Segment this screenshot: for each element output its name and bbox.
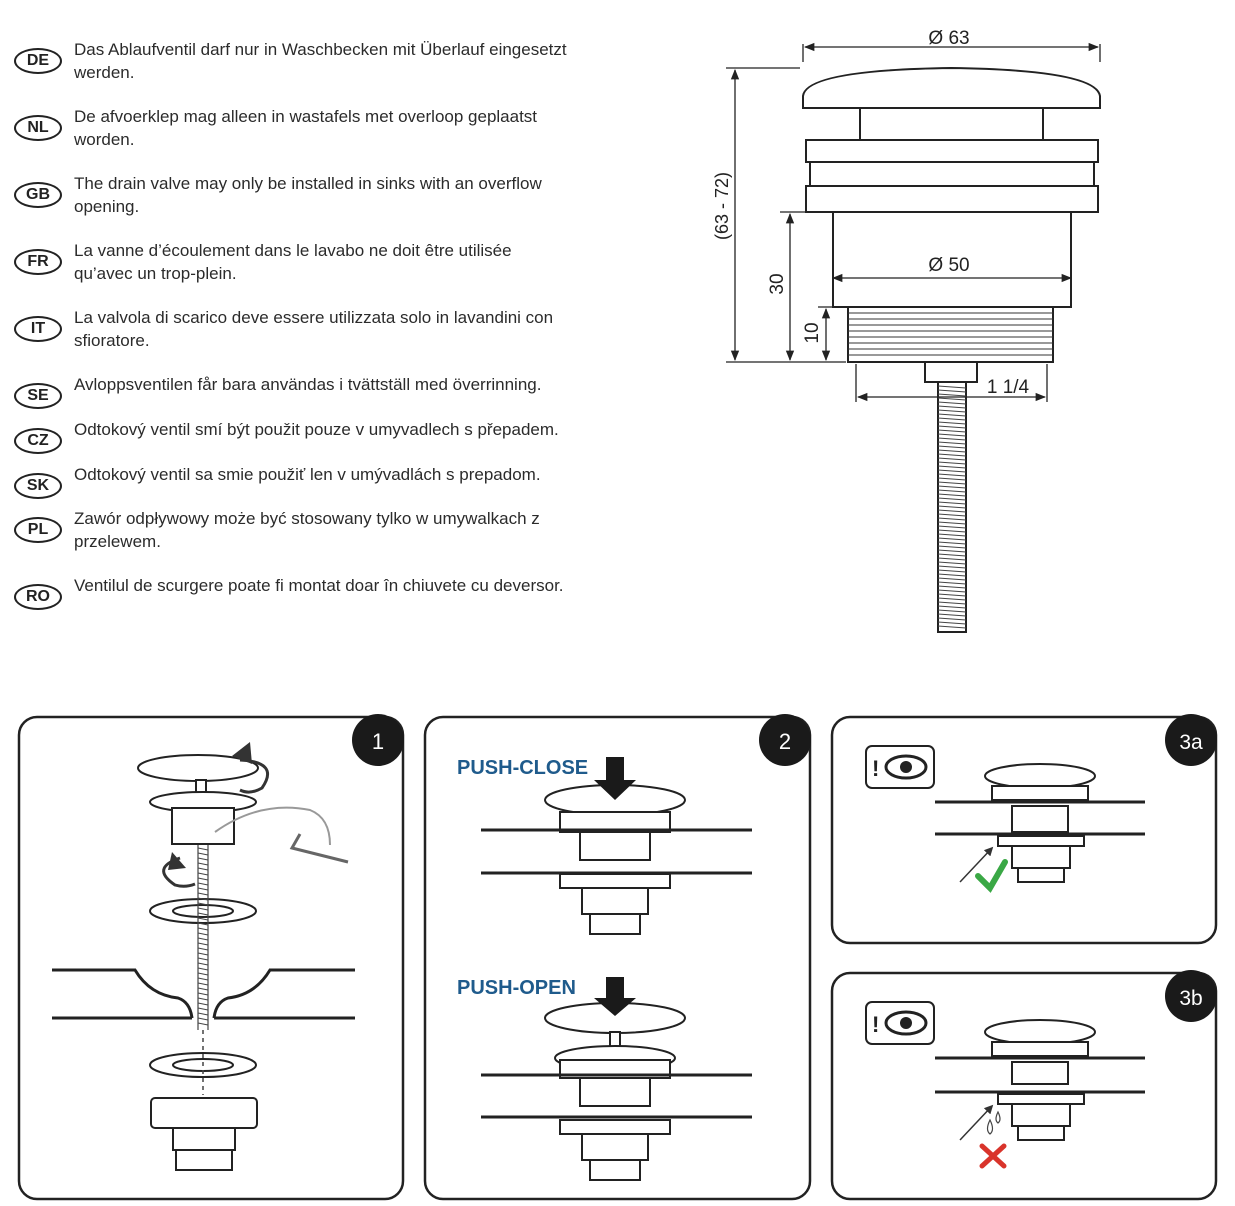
svg-text:!: !: [872, 756, 879, 781]
dim-body-diameter: Ø 50: [928, 255, 969, 276]
language-note-text: De afvoerklep mag alleen in wastafels me…: [74, 107, 538, 149]
allen-key-path: [214, 806, 331, 846]
allen-key-icon: [289, 833, 349, 864]
step-1-number: 1: [372, 729, 384, 754]
language-note-text: La valvola di scarico deve essere utiliz…: [74, 308, 554, 350]
dim-thread-size: 1 1/4: [987, 377, 1030, 398]
step-2-number: 2: [779, 729, 791, 754]
language-code-badge: RO: [14, 584, 62, 610]
dim-top-diameter: Ø 63: [928, 28, 969, 49]
step-1-badge: [352, 714, 404, 766]
language-code-badge: CZ: [14, 428, 62, 454]
thread-lines: [848, 312, 1053, 356]
language-note-text: Odtokový ventil smí být použit pouze v u…: [74, 420, 559, 439]
language-row-cz: CZ Odtokový ventil smí být použit pouze v…: [14, 418, 574, 454]
rod-thread-lines: [937, 385, 967, 629]
down-arrow-icon: [594, 757, 636, 800]
language-row-pl: PL Zawór odpływowy może być stosowany tyl…: [14, 507, 574, 553]
dimension-drawing: Ø 63 Ø 50 (63 - 72) 30 10 1 1/4: [712, 28, 1101, 633]
step-3a-panel: 3a !: [830, 714, 1218, 945]
language-row-de: DE Das Ablaufventil darf nur in Waschbeck…: [14, 38, 574, 84]
language-code-badge: PL: [14, 517, 62, 543]
rotate-arrow-icon: [239, 758, 269, 794]
step-2-panel: 2 PUSH-CLOSE PUSH-OPEN: [423, 714, 812, 1201]
svg-text:!: !: [872, 1012, 879, 1037]
step-3a-number: 3a: [1179, 731, 1203, 754]
rotate-arrow-icon: [162, 856, 196, 888]
push-open-label: PUSH-OPEN: [457, 977, 576, 999]
language-note-text: Das Ablaufventil darf nur in Waschbecken…: [74, 40, 567, 82]
check-icon: [975, 859, 1008, 893]
language-row-fr: FR La vanne d’écoulement dans le lavabo n…: [14, 239, 574, 285]
step-1-panel: 1: [17, 714, 405, 1201]
step-3b-panel: 3b !: [830, 970, 1218, 1201]
language-note-text: La vanne d’écoulement dans le lavabo ne …: [74, 241, 512, 283]
language-code-badge: SK: [14, 473, 62, 499]
cap-stem: [859, 107, 1044, 141]
language-note-text: The drain valve may only be installed in…: [74, 174, 542, 216]
thread-block: [847, 306, 1054, 363]
water-drop-icon: [986, 1110, 1001, 1135]
eye-warning-icon: !: [865, 745, 935, 789]
language-row-it: IT La valvola di scarico deve essere util…: [14, 306, 574, 352]
flange-bottom: [805, 185, 1099, 213]
flange-mid: [809, 161, 1095, 187]
language-note-text: Ventilul de scurgere poate fi montat doa…: [74, 576, 564, 595]
bottom-nut: [924, 361, 978, 383]
valve-body: [832, 211, 1072, 308]
instruction-panels: 1 2: [17, 714, 1218, 1201]
step-3b-number: 3b: [1179, 987, 1202, 1010]
language-code-badge: IT: [14, 316, 62, 342]
language-row-nl: NL De afvoerklep mag alleen in wastafels …: [14, 105, 574, 151]
panel1-rod: [197, 845, 209, 1030]
down-arrow-icon: [594, 977, 636, 1016]
eye-warning-icon: !: [865, 1001, 935, 1045]
cross-icon: [979, 1143, 1007, 1169]
language-row-gb: GB The drain valve may only be installed …: [14, 172, 574, 218]
dim-body-height: 30: [767, 273, 788, 294]
dim-height-range: (63 - 72): [712, 172, 732, 240]
push-close-label: PUSH-CLOSE: [457, 757, 588, 779]
cap-shape: [802, 66, 1101, 109]
sink-left: [52, 968, 194, 1020]
dim-thread-height: 10: [802, 322, 823, 343]
language-code-badge: NL: [14, 115, 62, 141]
language-code-badge: SE: [14, 383, 62, 409]
language-note-text: Avloppsventilen får bara användas i tvät…: [74, 375, 542, 394]
flange-top: [805, 139, 1099, 163]
language-row-se: SE Avloppsventilen får bara användas i tv…: [14, 373, 574, 409]
language-note-text: Zawór odpływowy może być stosowany tylko…: [74, 509, 540, 551]
language-note-text: Odtokový ventil sa smie použiť len v umý…: [74, 465, 541, 484]
language-code-badge: FR: [14, 249, 62, 275]
language-row-sk: SK Odtokový ventil sa smie použiť len v u…: [14, 463, 574, 499]
language-code-badge: GB: [14, 182, 62, 208]
language-row-ro: RO Ventilul de scurgere poate fi montat d…: [14, 574, 574, 610]
language-code-badge: DE: [14, 48, 62, 74]
sink-right: [212, 968, 355, 1020]
